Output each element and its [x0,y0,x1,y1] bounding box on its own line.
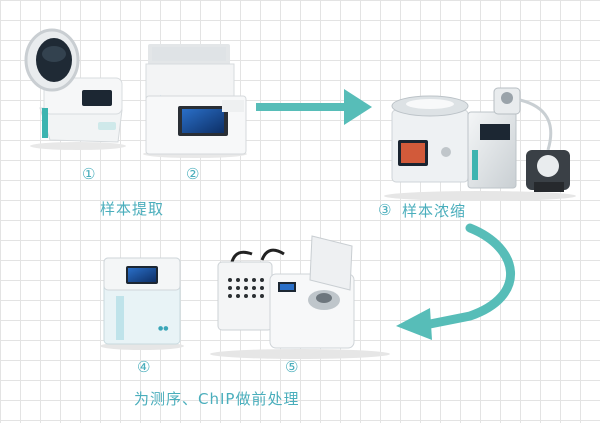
svg-text:●●: ●● [158,325,168,332]
label-sample-extraction: 样本提取 [100,200,165,218]
step-number-5: ⑤ [285,358,299,376]
label-pretreatment: 为测序、ChIP做前处理 [134,390,300,408]
extraction-instrument-device: ✦ [143,44,247,158]
step-number-3: ③ [378,201,392,219]
arrow-right [256,89,372,125]
step-number-2: ② [186,165,200,183]
chilled-sonicator-device [210,235,390,359]
arrow-curve [396,223,515,340]
step-number-4: ④ [137,358,151,376]
homogenizer-device [24,28,126,150]
step-number-1: ① [82,165,96,183]
vacuum-concentrator-device [384,87,576,201]
label-sample-concentration: 样本浓缩 [402,202,467,220]
ultrasonic-processor-device: ●● [100,257,184,350]
